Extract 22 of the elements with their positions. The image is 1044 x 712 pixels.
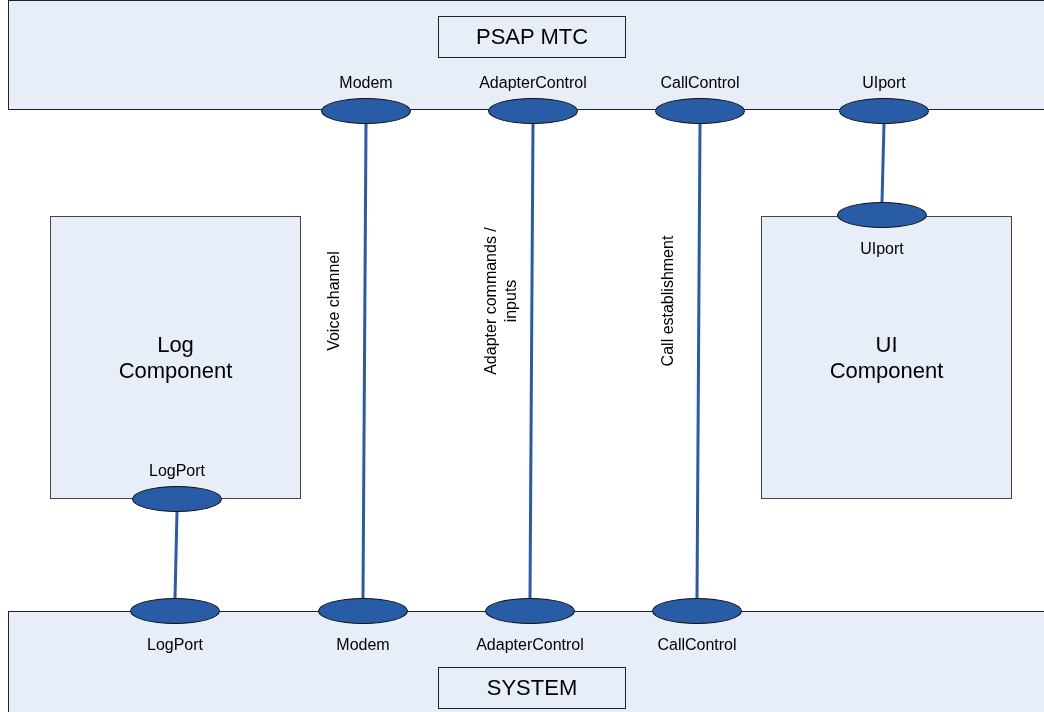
- connector-line: [173, 511, 179, 599]
- port-label: AdapterControl: [479, 74, 587, 92]
- port-label: UIport: [860, 240, 904, 258]
- port-label: LogPort: [147, 636, 203, 654]
- port-label: CallControl: [660, 74, 740, 92]
- connector-line: [528, 124, 535, 598]
- edge-label: Call establishment: [658, 234, 677, 369]
- band-title: PSAP MTC: [438, 16, 626, 58]
- port-label: UIport: [862, 74, 906, 92]
- band-title: SYSTEM: [438, 667, 626, 709]
- port-label: CallControl: [657, 636, 737, 654]
- edge-label: Voice channel: [324, 250, 343, 353]
- component-title: UI Component: [828, 331, 945, 384]
- port-label: Modem: [339, 74, 393, 92]
- port-label: AdapterControl: [476, 636, 584, 654]
- connector-line: [880, 123, 886, 203]
- connector-line: [695, 124, 702, 598]
- connector-line: [361, 124, 368, 598]
- port-label: Modem: [336, 636, 390, 654]
- edge-label: Adapter commands / inputs: [481, 226, 520, 376]
- port-label: LogPort: [149, 462, 205, 480]
- component-title: Log Component: [117, 331, 234, 384]
